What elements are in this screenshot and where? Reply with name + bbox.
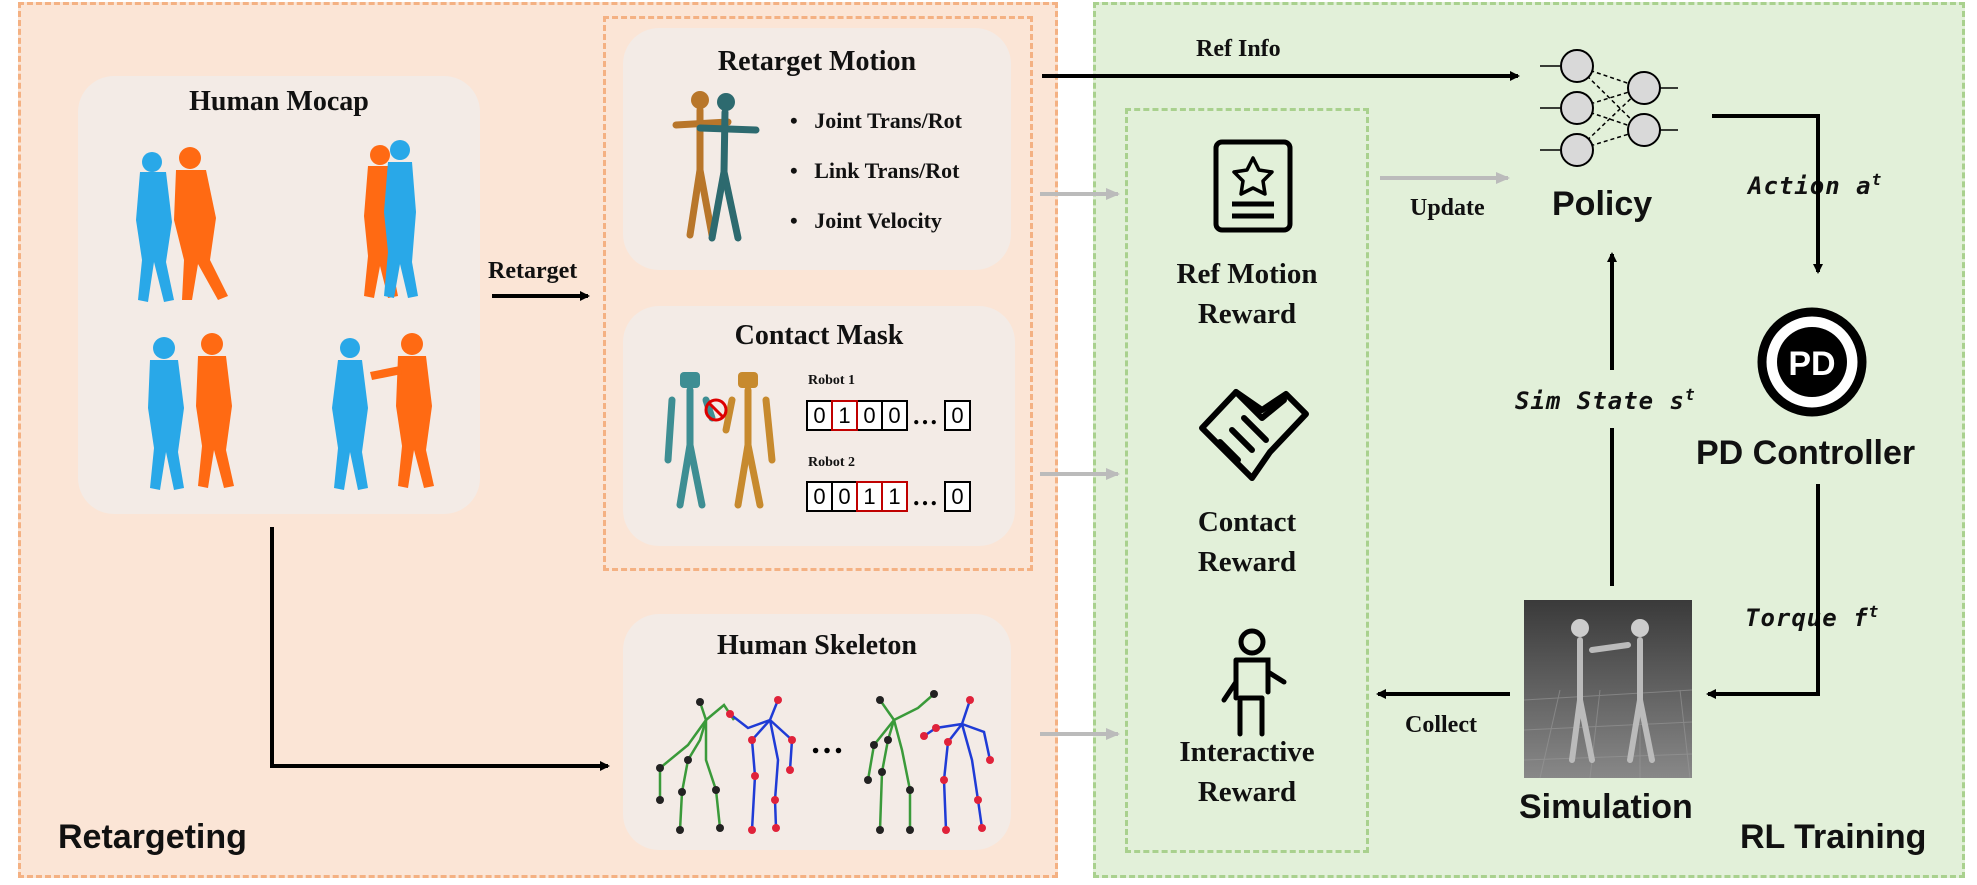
contact-robots-image bbox=[664, 372, 776, 509]
retarget-output-group bbox=[603, 16, 1033, 571]
mask-ellipsis: … bbox=[912, 400, 938, 430]
robot-1-label: Robot 1 bbox=[808, 373, 856, 388]
human-mocap-title: Human Mocap bbox=[189, 86, 369, 117]
mask-cell: 0 bbox=[944, 481, 971, 512]
handshake-icon bbox=[1199, 389, 1309, 481]
mask-cell: 1 bbox=[881, 481, 908, 512]
mask-cell: 1 bbox=[831, 400, 858, 431]
mocap-pair-3 bbox=[148, 333, 234, 490]
ref-motion-reward-icon bbox=[1213, 139, 1293, 233]
retarget-robots-image bbox=[672, 91, 760, 242]
skeleton-2 bbox=[864, 690, 994, 834]
mask-cell: 0 bbox=[831, 481, 858, 512]
torque-label: Torque ft bbox=[1745, 602, 1880, 632]
human-skeleton-title: Human Skeleton bbox=[717, 630, 917, 661]
skeleton-1 bbox=[656, 696, 796, 834]
svg-text:PD: PD bbox=[1788, 345, 1835, 383]
person-icon bbox=[1221, 628, 1287, 737]
pd-controller-label: PD Controller bbox=[1696, 434, 1916, 472]
simulation-image bbox=[1523, 600, 1693, 779]
torque-arrow bbox=[1706, 484, 1820, 699]
retargeting-section-label: Retargeting bbox=[58, 818, 247, 856]
reward-group bbox=[1125, 108, 1369, 853]
policy-network-icon bbox=[1540, 49, 1678, 167]
ref-info-label: Ref Info bbox=[1196, 36, 1281, 62]
pd-controller-icon: PD bbox=[1757, 307, 1867, 417]
rl-training-section-label: RL Training bbox=[1740, 818, 1927, 856]
skeleton-arrow bbox=[270, 527, 610, 771]
sim-state-label: Sim State st bbox=[1515, 385, 1696, 415]
collect-label: Collect bbox=[1405, 712, 1477, 738]
list-item: • Joint Velocity bbox=[790, 208, 942, 233]
skeleton-ellipsis: … bbox=[810, 724, 844, 761]
policy-label: Policy bbox=[1552, 185, 1653, 223]
retarget-motion-title: Retarget Motion bbox=[717, 46, 917, 77]
list-item: • Joint Trans/Rot bbox=[790, 108, 962, 133]
action-label: Action at bbox=[1748, 170, 1883, 200]
mocap-pair-4 bbox=[332, 333, 434, 490]
simulation-label: Simulation bbox=[1519, 788, 1693, 826]
retarget-motion-list: • Joint Trans/Rot • Link Trans/Rot • Joi… bbox=[790, 108, 962, 258]
robot-2-label: Robot 2 bbox=[808, 455, 856, 470]
retarget-arrow-label: Retarget bbox=[488, 258, 578, 284]
mocap-pair-2 bbox=[364, 140, 418, 298]
mask-cell: 0 bbox=[881, 400, 908, 431]
mask-ellipsis: … bbox=[912, 481, 938, 511]
mocap-pair-1 bbox=[136, 147, 228, 302]
list-item: • Link Trans/Rot bbox=[790, 158, 960, 183]
mask-cell: 0 bbox=[944, 400, 971, 431]
action-arrow bbox=[1712, 114, 1823, 274]
robot-2-mask: 0 0 1 1 … 0 bbox=[806, 481, 971, 512]
contact-mask-title: Contact Mask bbox=[734, 320, 904, 351]
mask-cell: 0 bbox=[806, 481, 833, 512]
mask-cell: 1 bbox=[856, 481, 883, 512]
update-label: Update bbox=[1410, 195, 1485, 221]
robot-1-mask: 0 1 0 0 … 0 bbox=[806, 400, 971, 431]
